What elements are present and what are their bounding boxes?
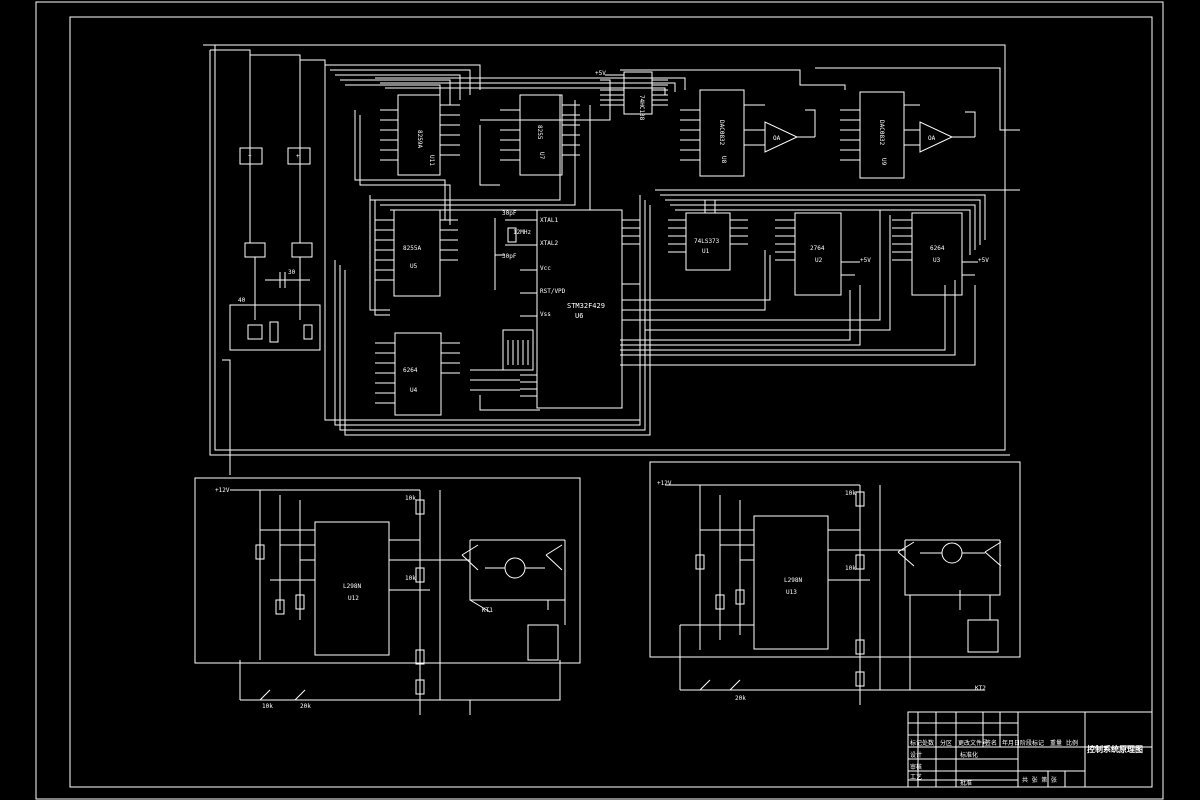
tb-label-0: 标记 bbox=[910, 739, 922, 747]
chip-u10-name: 74HC138 bbox=[638, 95, 645, 121]
chip-mcu: XTAL1 XTAL2 Vcc RST/VPD Vss STM32F429 U6… bbox=[494, 209, 640, 409]
left-r2-label: 10k bbox=[405, 575, 416, 582]
chip-u10: 74HC138 +5V bbox=[595, 70, 668, 121]
mcu-name: STM32F429 bbox=[567, 302, 605, 310]
outer-border bbox=[35, 1, 1164, 800]
chip-u11-name: 8259A bbox=[416, 130, 423, 148]
cap-c2-label: 30pF bbox=[502, 253, 517, 260]
chip-u8-ref: U8 bbox=[720, 156, 727, 164]
chip-u7-ref: U7 bbox=[538, 152, 545, 160]
chip-u9: DAC0832 U9 OA bbox=[840, 91, 976, 179]
tb-label-3: 更改文件号 bbox=[958, 739, 988, 747]
right-r2-label: 10k bbox=[845, 565, 856, 572]
svg-text:+: + bbox=[296, 153, 300, 160]
chip-u9-name: DAC0832 bbox=[878, 120, 885, 146]
chip-u5-ref: U5 bbox=[410, 263, 418, 270]
chip-u1-ref: U1 bbox=[702, 248, 710, 255]
tb-label-11: 阶段标记 bbox=[1020, 739, 1044, 747]
inner-border bbox=[69, 16, 1153, 788]
chip-u4-ref: U4 bbox=[410, 387, 418, 394]
tb-label-10: 批准 bbox=[960, 779, 972, 787]
chip-u12-name: L298N bbox=[343, 583, 361, 590]
right-r3-label: 20k bbox=[735, 695, 746, 702]
title-block: 标记 处数 分区 更改文件号 签名 年月日 设计 审核 工艺 标准化 批准 阶段… bbox=[907, 711, 1153, 788]
chip-u13-ref: U13 bbox=[786, 589, 797, 596]
mcu-ref: U6 bbox=[575, 312, 583, 320]
opamp-1-label: OA bbox=[773, 135, 781, 142]
svg-text:+: + bbox=[248, 153, 252, 160]
opamp-2 bbox=[919, 121, 954, 153]
chip-u1: 74LS373 U1 bbox=[668, 200, 748, 271]
u10-vcc-label: +5V bbox=[595, 70, 606, 77]
left-power-section: + + 40 30 bbox=[229, 147, 321, 351]
left-driver-vcc: +12V bbox=[215, 487, 230, 494]
chip-u1-name: 74LS373 bbox=[694, 238, 720, 245]
sheet-count: 共 张 第 张 bbox=[1022, 776, 1057, 784]
u2-vcc-label: +5V bbox=[860, 257, 871, 264]
svg-text:40: 40 bbox=[238, 297, 246, 304]
left-r1-label: 10k bbox=[405, 495, 416, 502]
chip-u8: DAC0832 U8 OA bbox=[680, 89, 816, 177]
chip-u8-name: DAC0832 bbox=[718, 120, 725, 146]
chip-u2-name: 2764 bbox=[810, 245, 825, 252]
opamp-1 bbox=[764, 121, 799, 153]
svg-text:30: 30 bbox=[288, 269, 296, 276]
left-r4-label: 20k bbox=[300, 703, 311, 710]
chip-u9-ref: U9 bbox=[880, 158, 887, 166]
motor-driver-right: +12V L298N U13 10k 10k KT2 20k bbox=[649, 461, 1021, 705]
chip-u5: 8255A U5 bbox=[375, 209, 458, 297]
tb-label-6: 设计 bbox=[910, 751, 922, 759]
tb-label-2: 分区 bbox=[940, 739, 952, 747]
chip-u7-name: 8255 bbox=[536, 125, 543, 140]
cap-c1-label: 30pF bbox=[502, 210, 517, 217]
chip-u11: 8259A U11 bbox=[380, 94, 460, 176]
tb-label-7: 审核 bbox=[910, 763, 922, 771]
motor-2 bbox=[941, 542, 963, 564]
tb-label-5: 年月日 bbox=[1002, 739, 1020, 747]
mcu-pin-xtal1: XTAL1 bbox=[540, 217, 558, 224]
chip-u13-name: L298N bbox=[784, 577, 802, 584]
chip-u3-name: 6264 bbox=[930, 245, 945, 252]
chip-u4-name: 6264 bbox=[403, 367, 418, 374]
chip-u5-name: 8255A bbox=[403, 245, 421, 252]
chip-u7: 8255 U7 bbox=[500, 94, 580, 176]
top-bus-wires bbox=[203, 44, 1020, 475]
chip-u12-ref: U12 bbox=[348, 595, 359, 602]
chip-u2: 2764 U2 +5V bbox=[775, 212, 871, 296]
crystal-label: 12MHz bbox=[513, 229, 531, 236]
mcu-pin-vcc: Vcc bbox=[540, 265, 551, 272]
chip-u3: 6264 U3 +5V bbox=[892, 212, 989, 296]
chip-u11-ref: U11 bbox=[428, 155, 435, 166]
tb-label-12: 重量 bbox=[1050, 739, 1062, 747]
drawing-title: 控制系统原理图 bbox=[1087, 744, 1143, 754]
chip-u2-ref: U2 bbox=[815, 257, 823, 264]
motor-1 bbox=[504, 557, 526, 579]
mcu-pin-xtal2: XTAL2 bbox=[540, 240, 558, 247]
tb-label-9: 标准化 bbox=[960, 751, 978, 759]
left-r3-label: 10k bbox=[262, 703, 273, 710]
mcu-pin-rst: RST/VPD bbox=[540, 288, 566, 295]
motor-driver-left: +12V L298N U12 10k 10k KT1 10k 20k bbox=[194, 477, 581, 715]
chip-u3-ref: U3 bbox=[933, 257, 941, 264]
tb-label-8: 工艺 bbox=[910, 773, 922, 781]
mcu-pin-vss: Vss bbox=[540, 311, 551, 318]
right-driver-vcc: +12V bbox=[657, 480, 672, 487]
switch-kt2-label: KT2 bbox=[975, 685, 986, 692]
right-r1-label: 10k bbox=[845, 490, 856, 497]
crystal bbox=[507, 227, 517, 243]
tb-label-13: 比例 bbox=[1066, 739, 1078, 747]
tb-label-4: 签名 bbox=[985, 739, 997, 747]
tb-label-1: 处数 bbox=[922, 739, 934, 747]
u3-vcc-label: +5V bbox=[978, 257, 989, 264]
chip-u4: 6264 U4 bbox=[375, 332, 460, 416]
opamp-2-label: OA bbox=[928, 135, 936, 142]
